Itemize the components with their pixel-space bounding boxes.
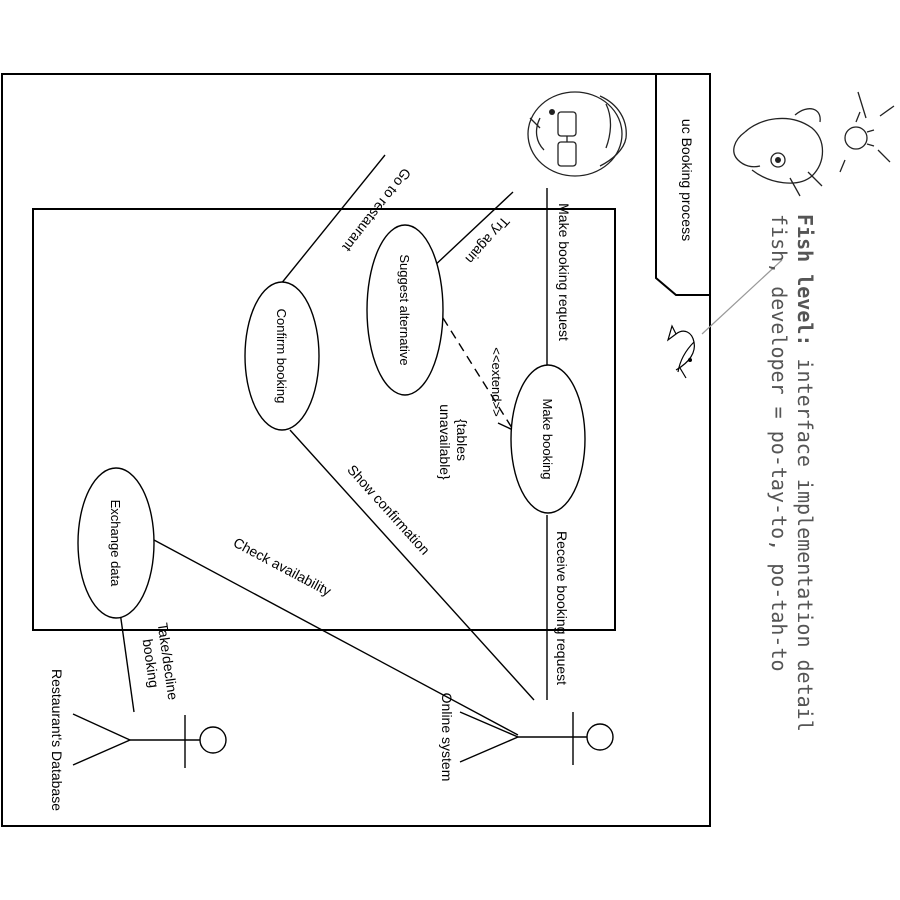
label-show-confirmation: Show confirmation bbox=[344, 462, 433, 558]
usecase-confirm-booking bbox=[244, 281, 320, 431]
usecase-make-booking-label: Make booking bbox=[540, 399, 555, 480]
label-extend-condition-2: unavailable} bbox=[437, 404, 453, 480]
label-extend-stereotype: <<extend>> bbox=[489, 347, 504, 416]
person-with-glasses-icon bbox=[527, 91, 627, 177]
actor-restaurant-database bbox=[72, 713, 227, 768]
annotation-line-2: fish, developer = po-tay-to, po-tah-to bbox=[767, 214, 791, 672]
annotation-fish-level-text: interface implementation detail bbox=[793, 346, 817, 731]
fish-icon bbox=[666, 324, 695, 379]
lightbulb-mascot-icon bbox=[733, 91, 895, 197]
annotation-line-1: Fish level: interface implementation det… bbox=[793, 214, 817, 732]
annotation-pointer-line bbox=[701, 259, 783, 335]
assoc-show-confirmation bbox=[289, 429, 535, 701]
usecase-suggest-alternative bbox=[366, 224, 444, 396]
assoc-take-decline bbox=[119, 611, 135, 713]
assoc-try-again bbox=[431, 191, 514, 269]
usecase-confirm-booking-label: Confirm booking bbox=[274, 309, 289, 404]
label-extend-condition-1: {tables bbox=[454, 419, 470, 461]
label-make-booking-request: Make booking request bbox=[556, 203, 572, 341]
label-try-again: Try again bbox=[462, 213, 513, 267]
usecase-exchange-data bbox=[77, 467, 155, 619]
frame-title: uc Booking process bbox=[679, 119, 695, 241]
diagram-frame bbox=[1, 73, 711, 827]
actor-online-system-label: Online system bbox=[439, 693, 455, 782]
usecase-exchange-data-label: Exchange data bbox=[108, 500, 123, 588]
annotation-fish-level-label: Fish level: bbox=[793, 214, 817, 346]
label-receive-booking-request: Receive booking request bbox=[554, 531, 570, 685]
extend-arrow bbox=[442, 317, 513, 429]
label-take-decline-2: booking bbox=[140, 638, 163, 689]
actor-online-system bbox=[459, 711, 614, 765]
actor-restaurant-database-label: Restaurant's Database bbox=[49, 669, 65, 811]
usecase-make-booking bbox=[510, 364, 586, 514]
assoc-go-to-restaurant bbox=[271, 154, 386, 296]
frame-title-tab bbox=[655, 73, 711, 296]
system-boundary bbox=[32, 208, 616, 631]
assoc-check-availability bbox=[153, 539, 519, 736]
usecase-suggest-alternative-label: Suggest alternative bbox=[397, 254, 412, 365]
